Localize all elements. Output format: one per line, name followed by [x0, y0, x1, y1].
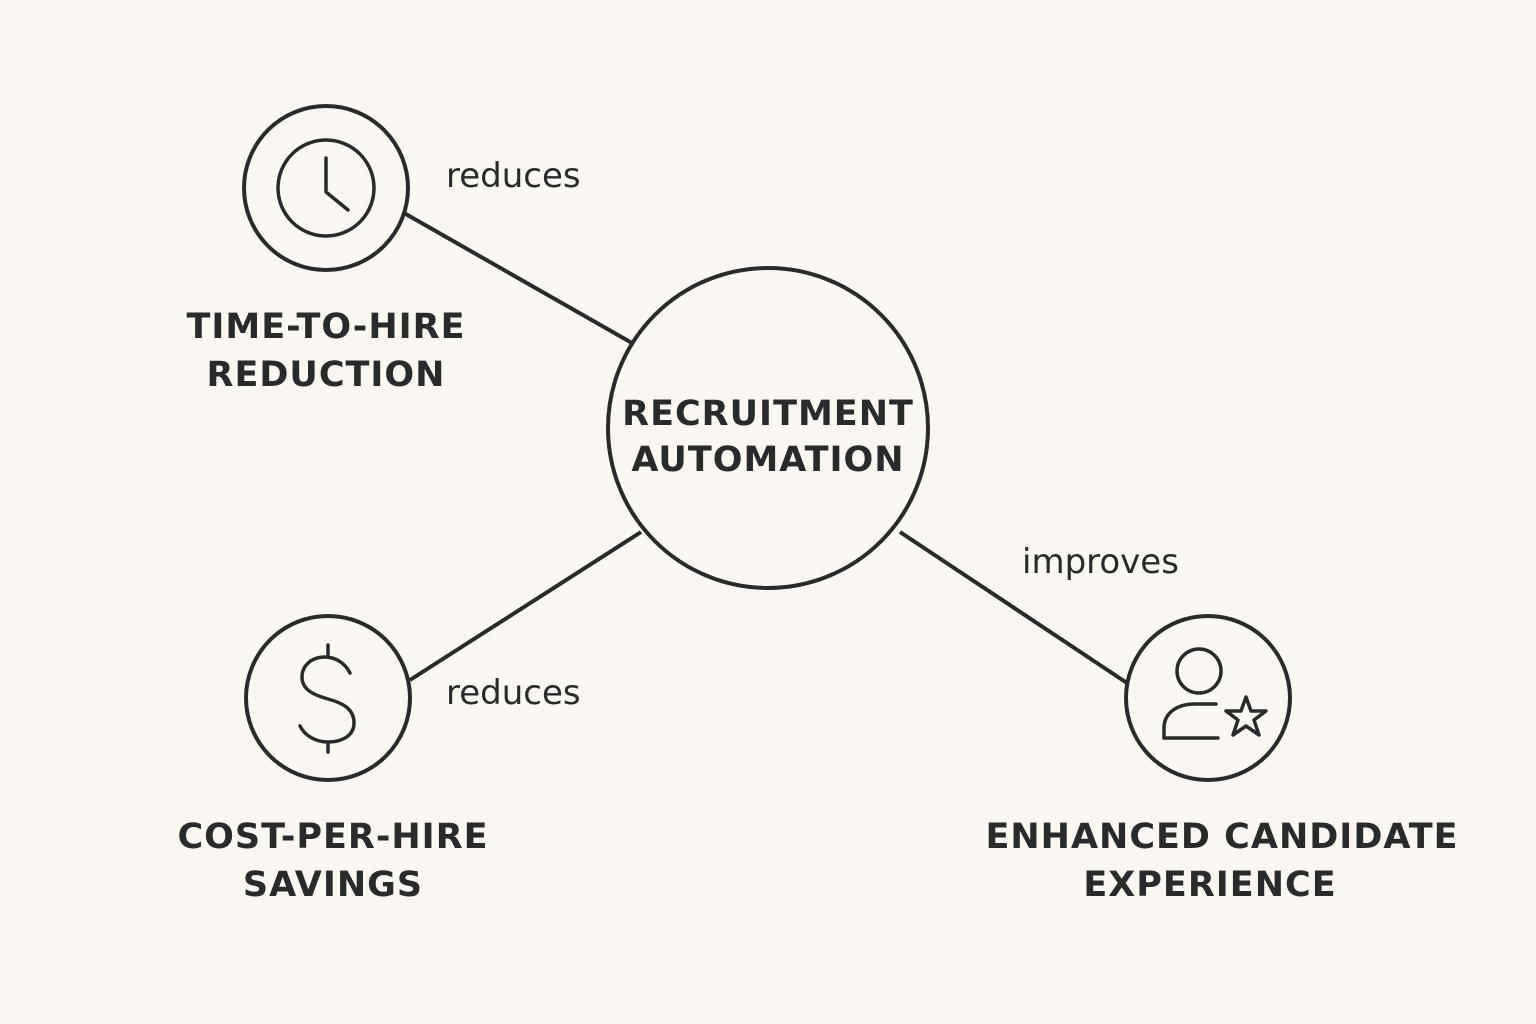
node-cost-ring [244, 614, 412, 782]
edge-time [403, 211, 633, 345]
user-star-icon [1162, 647, 1268, 740]
node-cost-label-line2: SAVINGS [243, 865, 423, 905]
edge-label-cost: reduces [446, 673, 581, 713]
node-cost-label-line1: COST-PER-HIRE [177, 817, 488, 857]
node-time-ring [242, 104, 410, 272]
dollar-icon [298, 643, 356, 754]
edge-label-time: reduces [446, 156, 581, 196]
node-time: TIME-TO-HIRE REDUCTION [187, 104, 466, 395]
center-label-line1: RECRUITMENT [622, 394, 914, 434]
node-cost: COST-PER-HIRE SAVINGS [177, 614, 488, 905]
center-node [606, 266, 930, 590]
edge-candidate [898, 530, 1129, 685]
node-time-label-line2: REDUCTION [207, 355, 446, 395]
node-time-label-line1: TIME-TO-HIRE [187, 307, 466, 347]
edge-cost [408, 530, 643, 682]
node-candidate-label-line2: EXPERIENCE [1083, 865, 1336, 905]
center-label-line2: AUTOMATION [631, 440, 904, 480]
node-candidate: ENHANCED CANDIDATE EXPERIENCE [985, 614, 1458, 905]
clock-icon [276, 138, 376, 238]
edge-label-candidate: improves [1022, 542, 1179, 582]
node-candidate-ring [1124, 614, 1292, 782]
node-candidate-label-line1: ENHANCED CANDIDATE [985, 817, 1458, 857]
